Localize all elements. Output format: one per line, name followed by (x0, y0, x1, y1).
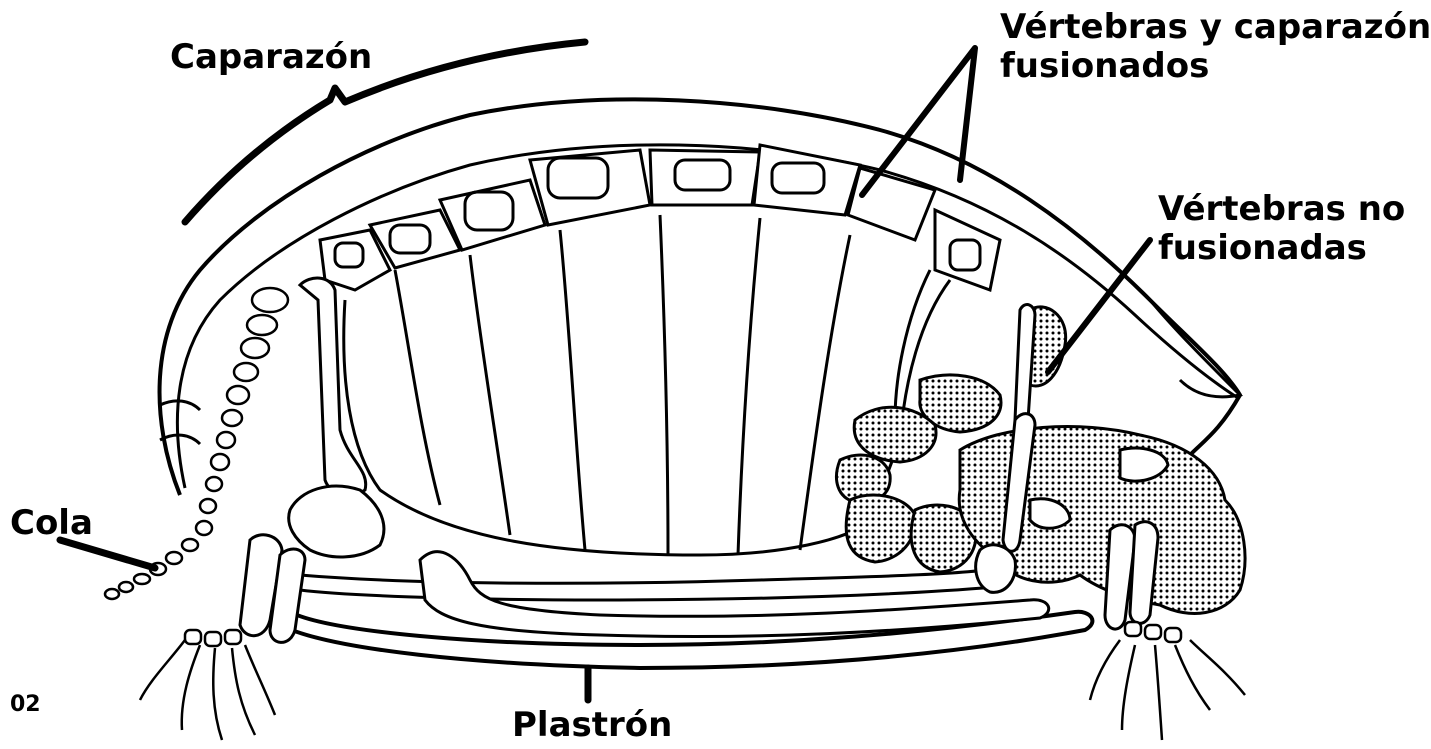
tail-leader-line (60, 540, 155, 568)
fused-vertebrae-label-line1: Vértebras y caparazón (1000, 8, 1431, 47)
unfused-vertebrae-label: Vértebras no fusionadas (1158, 190, 1405, 268)
fused-vertebrae-label-line2: fusionados (1000, 47, 1431, 86)
page-number: 02 (10, 692, 41, 717)
plastron-label: Plastrón (512, 706, 672, 745)
tail-label: Cola (10, 504, 93, 543)
plastron-bone-upper (300, 568, 1005, 600)
fused-vertebrae-label: Vértebras y caparazón fusionados (1000, 8, 1431, 86)
unfused-vertebrae-label-line1: Vértebras no (1158, 190, 1405, 229)
unfused-vertebrae-label-line2: fusionadas (1158, 229, 1405, 268)
front-foot-bones (1090, 622, 1245, 740)
rear-foot-bones (140, 630, 275, 740)
carapace-label: Caparazón (170, 38, 372, 77)
